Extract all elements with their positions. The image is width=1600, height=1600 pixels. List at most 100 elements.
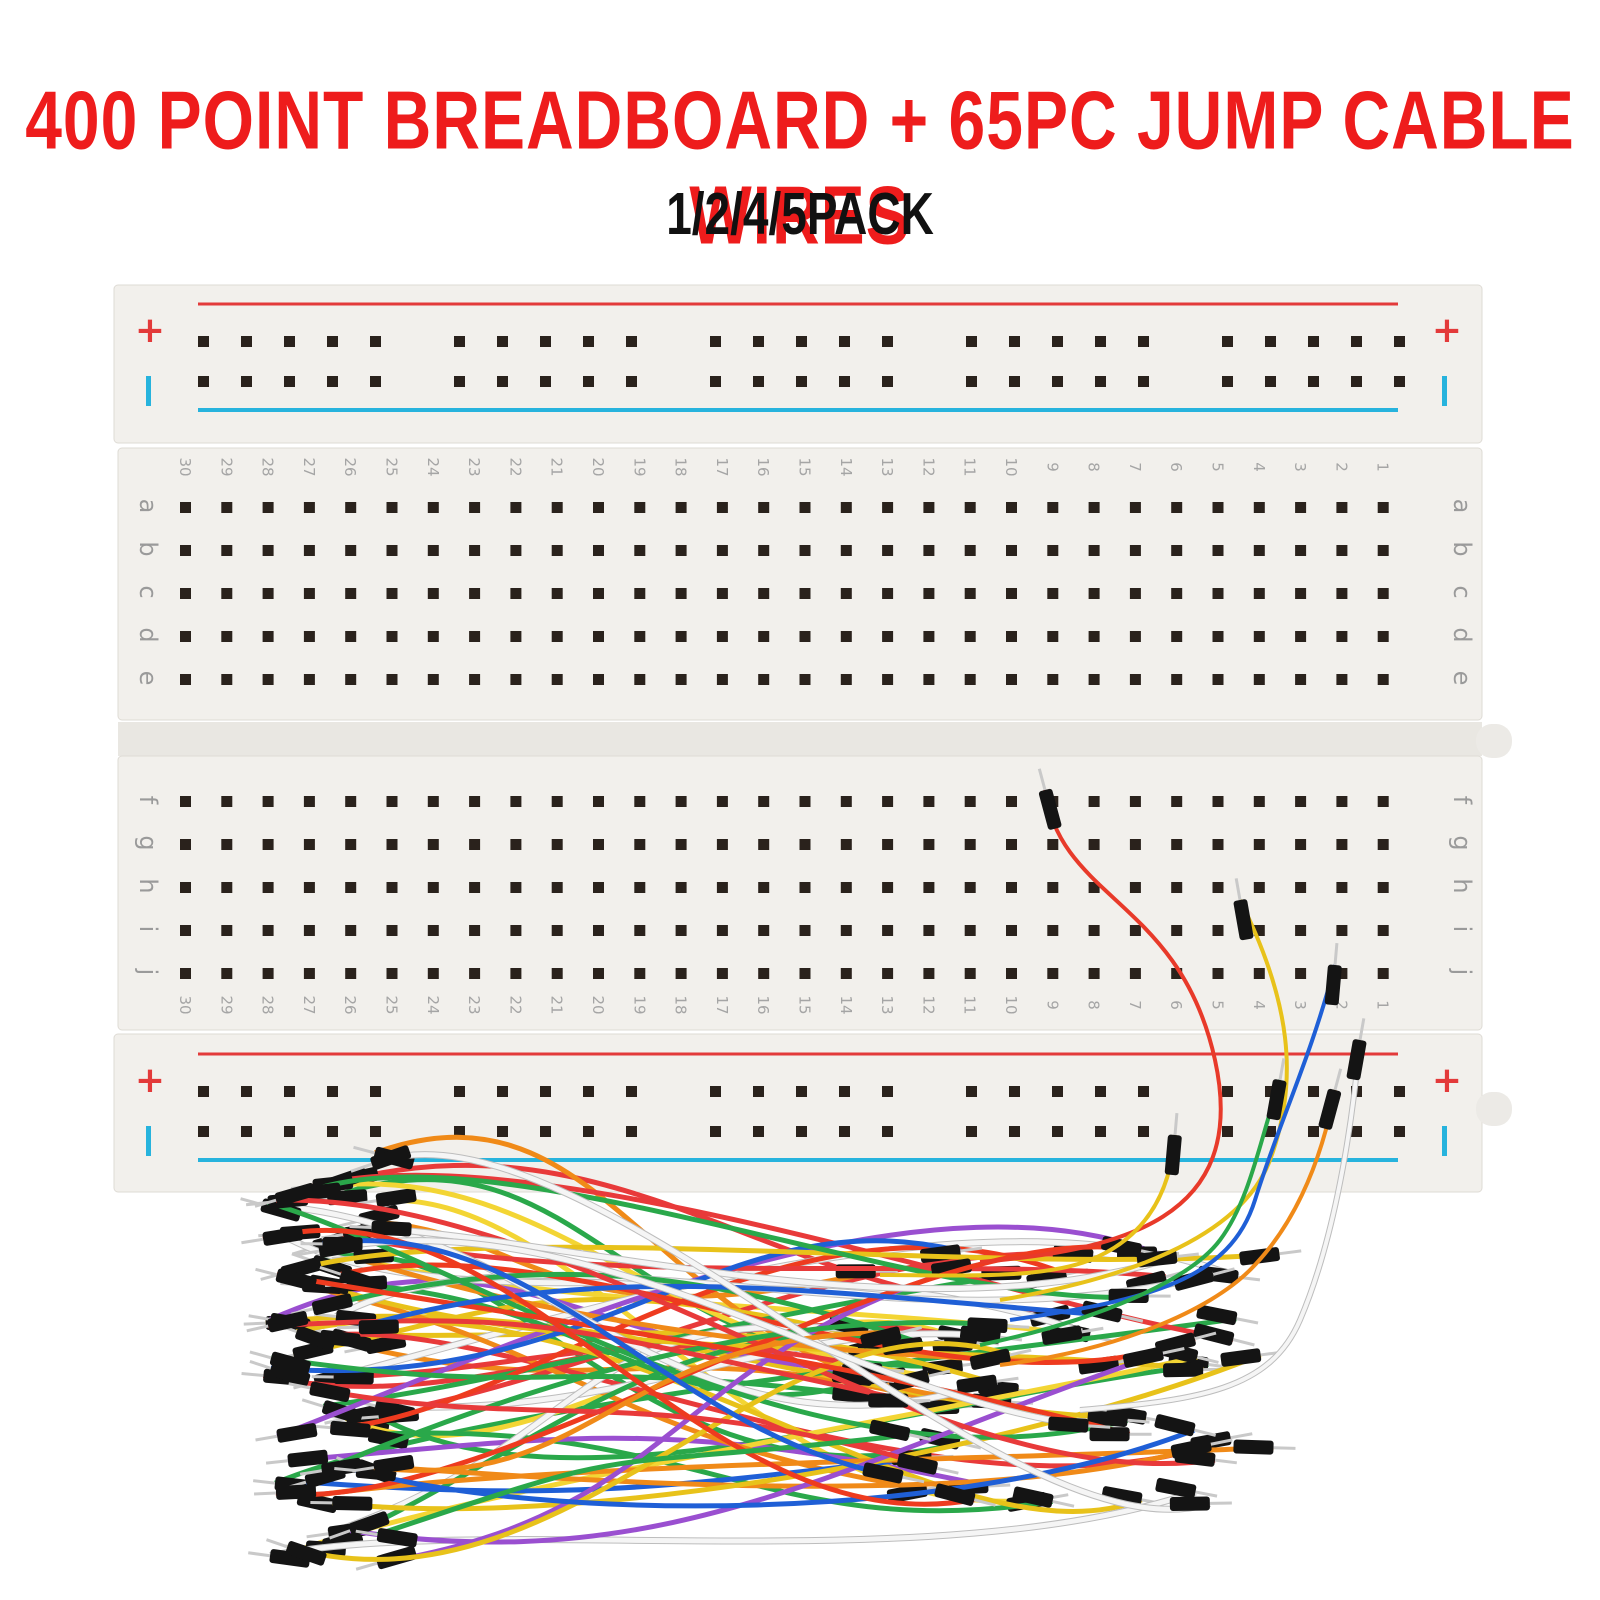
tie-point-hole	[1006, 968, 1017, 979]
tie-point-hole	[634, 631, 646, 642]
connector-housing	[862, 1462, 904, 1484]
rail-hole	[241, 1126, 252, 1137]
wire-connector	[1318, 1068, 1343, 1130]
rail-hole	[882, 1126, 893, 1137]
rail-hole	[284, 336, 295, 347]
tie-point-hole	[1253, 796, 1265, 807]
tie-point-hole	[510, 588, 522, 599]
column-number: 24	[424, 457, 442, 476]
tie-point-hole	[923, 545, 935, 556]
connector-housing	[330, 1420, 371, 1438]
rail-hole	[626, 1086, 637, 1097]
column-number: 20	[589, 995, 607, 1014]
rail-hole	[966, 376, 977, 387]
connector-housing	[1154, 1414, 1196, 1437]
top-rail-minus-sign	[146, 376, 151, 406]
connector-pin	[899, 1326, 922, 1335]
rail-hole	[583, 336, 594, 347]
column-number: 4	[1250, 1000, 1268, 1010]
column-number: 9	[1043, 462, 1061, 472]
column-number: 24	[424, 995, 442, 1014]
wire-connector	[241, 1226, 304, 1246]
tie-point-hole	[964, 545, 976, 556]
tie-point-hole	[923, 839, 935, 850]
rail-hole	[839, 336, 850, 347]
tie-point-hole	[221, 631, 233, 642]
connector-pin	[248, 1551, 271, 1558]
tie-point-hole	[386, 882, 398, 893]
tie-point-hole	[593, 588, 604, 599]
connector-pin	[353, 1145, 376, 1155]
tie-point-hole	[221, 674, 233, 685]
tie-point-hole	[262, 674, 274, 685]
wire-connector	[1041, 1325, 1104, 1345]
tie-point-hole	[1295, 631, 1307, 642]
column-number: 28	[259, 995, 277, 1014]
wire-connector	[1012, 1486, 1075, 1508]
rail-hole	[753, 336, 764, 347]
rail-hole	[583, 1086, 594, 1097]
wire-connector	[300, 1236, 363, 1252]
tie-point-hole	[180, 968, 191, 979]
tie-point-hole	[799, 588, 811, 599]
row-label-d: d	[134, 627, 162, 642]
column-number: 22	[506, 457, 524, 476]
tie-point-hole	[1088, 674, 1100, 685]
tie-point-hole	[180, 545, 191, 556]
tie-point-hole	[1129, 674, 1141, 685]
connector-pin	[1333, 1068, 1343, 1091]
bottom-rail-minus-sign	[1442, 1126, 1447, 1156]
rail-hole	[839, 376, 850, 387]
tie-point-hole	[427, 925, 439, 936]
connector-pin	[1273, 1446, 1296, 1450]
top-power-rail-strip	[113, 284, 1483, 444]
tie-point-hole	[840, 968, 852, 979]
rail-hole	[1138, 1086, 1149, 1097]
tie-point-hole	[964, 925, 976, 936]
column-number: 21	[548, 995, 566, 1014]
connector-pin	[908, 1433, 932, 1441]
tie-point-hole	[1253, 839, 1265, 850]
tie-point-hole	[593, 925, 604, 936]
tie-point-hole	[180, 502, 191, 513]
tie-point-hole	[221, 839, 233, 850]
tie-point-hole	[840, 925, 852, 936]
wire-connector	[310, 1495, 373, 1511]
connector-housing	[1038, 788, 1062, 830]
tie-point-hole	[964, 968, 976, 979]
tie-point-hole	[303, 502, 315, 513]
tie-point-hole	[1377, 968, 1389, 979]
tie-point-hole	[716, 674, 728, 685]
wire-connector	[1233, 878, 1254, 941]
rail-hole	[1222, 336, 1233, 347]
wire-connector	[860, 1326, 922, 1349]
top-rail-minus-sign	[1442, 376, 1447, 406]
jumper-wire	[309, 1385, 938, 1471]
tie-point-hole	[1295, 545, 1307, 556]
connector-pin	[1333, 942, 1339, 966]
rail-hole	[583, 376, 594, 387]
wire-connector	[265, 1449, 329, 1468]
rail-hole	[626, 336, 637, 347]
connector-housing	[348, 1511, 390, 1537]
tie-point-hole	[1047, 925, 1059, 936]
connector-housing	[934, 1483, 976, 1506]
wire-connector	[265, 1538, 327, 1566]
tie-point-hole	[1377, 631, 1389, 642]
bottom-rail-plus-sign: +	[135, 1060, 165, 1101]
jumper-wire	[370, 1152, 1211, 1512]
tie-point-hole	[510, 502, 522, 513]
tie-point-hole	[593, 631, 604, 642]
column-number: 16	[754, 995, 772, 1014]
connector-pin	[306, 1532, 329, 1539]
tie-point-hole	[469, 674, 481, 685]
tie-point-hole	[758, 925, 770, 936]
connector-housing	[269, 1362, 311, 1387]
column-number: 19	[630, 457, 648, 476]
wire-connector	[249, 1350, 311, 1375]
rail-hole	[1351, 376, 1362, 387]
connector-housing	[309, 1381, 351, 1403]
row-label-d: d	[1448, 627, 1476, 642]
rail-hole	[966, 1126, 977, 1137]
tie-point-hole	[1088, 502, 1100, 513]
